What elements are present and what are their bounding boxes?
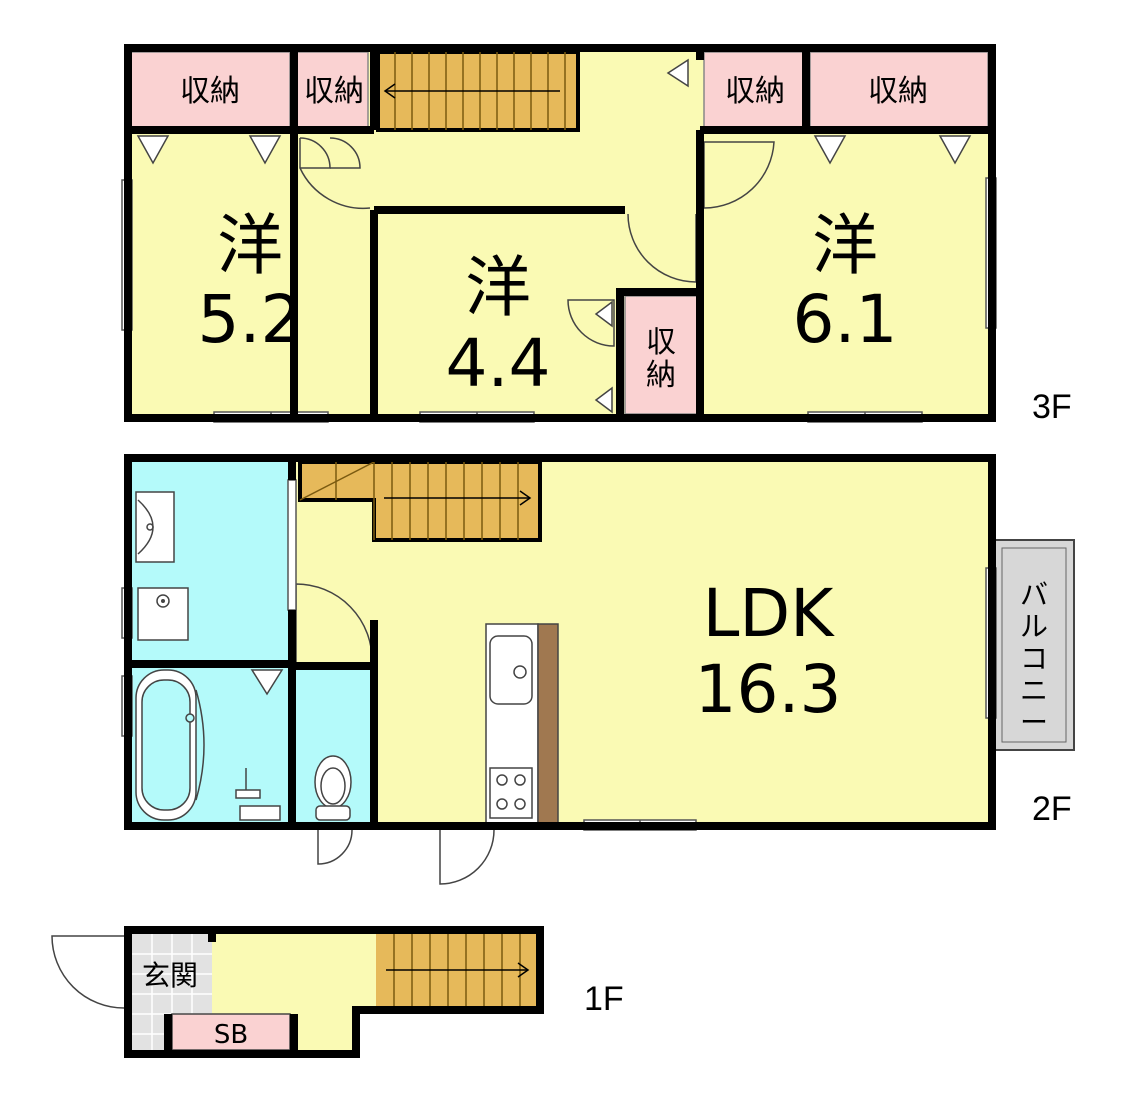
- wash-basin-icon: [135, 491, 175, 563]
- room-center-size: 4.4: [446, 325, 551, 402]
- closet-door-marks-3f: [136, 58, 972, 414]
- storage-label: 収納: [868, 74, 928, 109]
- floor-label-3f: 3F: [1032, 388, 1072, 426]
- toilet-icon: [314, 755, 352, 821]
- storage-label: 収納: [725, 74, 785, 109]
- entrance-label: 玄関: [142, 959, 198, 992]
- entrance-door: [51, 935, 125, 1009]
- balcony-char: ー: [1020, 706, 1048, 739]
- stairs-1f: [376, 934, 536, 1010]
- storage-west-large: [127, 51, 291, 131]
- balcony-char: コ: [1020, 642, 1048, 675]
- room-east-type: 洋: [812, 207, 878, 284]
- sink: [489, 635, 533, 705]
- closet-door-mark-2f: [250, 669, 284, 696]
- room-center-type: 洋: [465, 249, 531, 326]
- floor-2: LDK 16.3 バ ル コ ニ ー 2F: [121, 454, 1075, 885]
- floor-3: 収納 収納 収納 収納 収 納 洋 5.2 洋 4.4 洋 6.1 3F: [121, 44, 1072, 426]
- storage-vertical-label-top: 収: [646, 325, 676, 360]
- stove: [489, 767, 533, 819]
- storage-east-small: [703, 51, 805, 131]
- ldk-type: LDK: [703, 575, 836, 652]
- ldk-size: 16.3: [695, 651, 842, 728]
- storage-label: 収納: [304, 74, 364, 109]
- walls-3f: [124, 44, 996, 422]
- washing-machine-icon: [137, 587, 189, 641]
- faucet-icon: [235, 768, 281, 821]
- room-east-size: 6.1: [793, 281, 898, 358]
- walls-1f: [124, 926, 544, 1058]
- storage-label: 収納: [180, 74, 240, 109]
- floor-1: 玄関 SB 1F: [51, 926, 624, 1058]
- room-west-size: 5.2: [198, 281, 303, 358]
- balcony-char: バ: [1020, 578, 1048, 611]
- walls-2f: [124, 454, 996, 830]
- balcony-char: ル: [1020, 610, 1048, 643]
- balcony-label: バ ル コ ニ ー: [1020, 578, 1048, 739]
- stairs-3f: [376, 50, 580, 132]
- floor-label-2f: 2F: [1032, 790, 1072, 828]
- shoe-box-label: SB: [214, 1020, 248, 1050]
- storage-vertical-label-bottom: 納: [646, 358, 676, 393]
- room-west-type: 洋: [217, 207, 283, 284]
- kitchen-counter: [485, 623, 559, 825]
- floor-label-1f: 1F: [584, 980, 624, 1018]
- bathtub-icon: [135, 669, 205, 821]
- balcony-char: ニ: [1020, 674, 1048, 707]
- doors-3f: [299, 137, 775, 347]
